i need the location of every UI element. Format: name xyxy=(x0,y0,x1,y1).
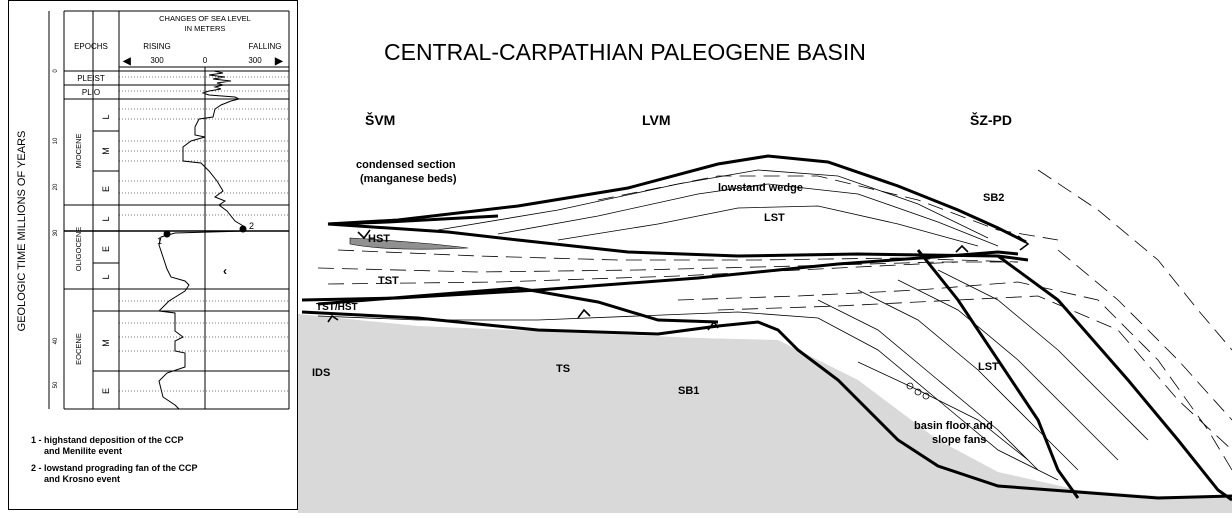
age-tick-30: 30 xyxy=(53,229,59,236)
epoch-oligocene: OLIGOCENE xyxy=(74,227,83,272)
note-1: 1 - highstand deposition of the CCP xyxy=(31,435,184,446)
epoch-eocene: EOCENE xyxy=(74,333,83,365)
label-ts: TS xyxy=(556,363,570,375)
epochs-header: EPOCHS xyxy=(74,42,108,51)
rising-label: RISING xyxy=(143,42,171,51)
label-sb1: SB1 xyxy=(678,385,699,397)
age-tick-50: 50 xyxy=(53,381,59,388)
sub-eocene-m: M xyxy=(101,339,111,347)
scale-right-value: 300 xyxy=(248,56,262,65)
age-tick-40: 40 xyxy=(53,337,59,344)
fan-pebbles xyxy=(907,383,929,399)
sub-eocene-l: L xyxy=(101,274,111,279)
label-hst: HST xyxy=(368,233,390,245)
right-arrow-icon: ▶ xyxy=(274,56,284,67)
y-axis-label: GEOLOGIC TIME MILLIONS OF YEARS xyxy=(16,131,28,332)
label-fans-1: basin floor and xyxy=(914,420,993,432)
epoch-pleist: PLEIST xyxy=(77,74,105,83)
point-2-label: 2 xyxy=(249,221,254,231)
sub-eocene-e: E xyxy=(101,388,111,394)
falling-label: FALLING xyxy=(249,42,282,51)
sub-oligocene-l: L xyxy=(101,216,111,221)
arrow-marker-icon: ‹ xyxy=(223,264,227,278)
label-ids: IDS xyxy=(312,367,330,379)
label-lvm: LVM xyxy=(642,112,671,128)
sub-oligocene-e: E xyxy=(101,246,111,252)
label-tst-hst: TST/HST xyxy=(316,302,358,313)
sb2-surface xyxy=(998,256,1232,500)
label-tst: TST xyxy=(378,275,399,287)
point-1-marker xyxy=(164,231,171,238)
label-condensed-2: (manganese beds) xyxy=(360,173,457,185)
middle-surface xyxy=(302,252,1018,300)
epoch-plio: PLIO xyxy=(82,88,100,97)
age-tick-0: 0 xyxy=(53,69,59,73)
age-tick-20: 20 xyxy=(53,183,59,190)
point-2-marker xyxy=(240,226,247,233)
sub-miocene-e: E xyxy=(101,186,111,192)
cross-section-diagram: CENTRAL-CARPATHIAN PALEOGENE BASIN xyxy=(298,0,1232,513)
sea-level-header-2: IN METERS xyxy=(185,24,226,33)
sea-level-panel: GEOLOGIC TIME MILLIONS OF YEARS EPOCHS C… xyxy=(8,0,298,510)
sea-level-header-1: CHANGES OF SEA LEVEL xyxy=(159,14,251,23)
note-2-cont: and Krosno event xyxy=(44,474,120,485)
substrate-fill xyxy=(298,314,1232,513)
note-2: 2 - lowstand prograding fan of the CCP xyxy=(31,463,198,474)
label-lst-lower: LST xyxy=(978,361,999,373)
sea-level-curve xyxy=(159,71,245,409)
point-1-label: 1 xyxy=(157,236,162,246)
label-condensed-1: condensed section xyxy=(356,159,456,171)
epoch-miocene: MIOCENE xyxy=(74,133,83,168)
label-sb2: SB2 xyxy=(983,192,1004,204)
label-lowstand-wedge: lowstand wedge xyxy=(718,182,803,194)
age-tick-10: 10 xyxy=(53,137,59,144)
label-szpd: ŠZ-PD xyxy=(970,111,1012,128)
sub-miocene-l: L xyxy=(101,114,111,119)
basin-cross-section: CENTRAL-CARPATHIAN PALEOGENE BASIN xyxy=(298,0,1232,513)
label-lst-upper: LST xyxy=(764,212,785,224)
diagram-title: CENTRAL-CARPATHIAN PALEOGENE BASIN xyxy=(384,39,866,65)
label-svm: ŠVM xyxy=(365,111,395,128)
scale-left-value: 300 xyxy=(150,56,164,65)
left-arrow-icon: ◀ xyxy=(122,56,131,67)
note-1-cont: and Menilite event xyxy=(44,446,122,457)
label-fans-2: slope fans xyxy=(932,434,986,446)
scale-zero-value: 0 xyxy=(203,56,208,65)
sub-miocene-m: M xyxy=(101,147,111,155)
